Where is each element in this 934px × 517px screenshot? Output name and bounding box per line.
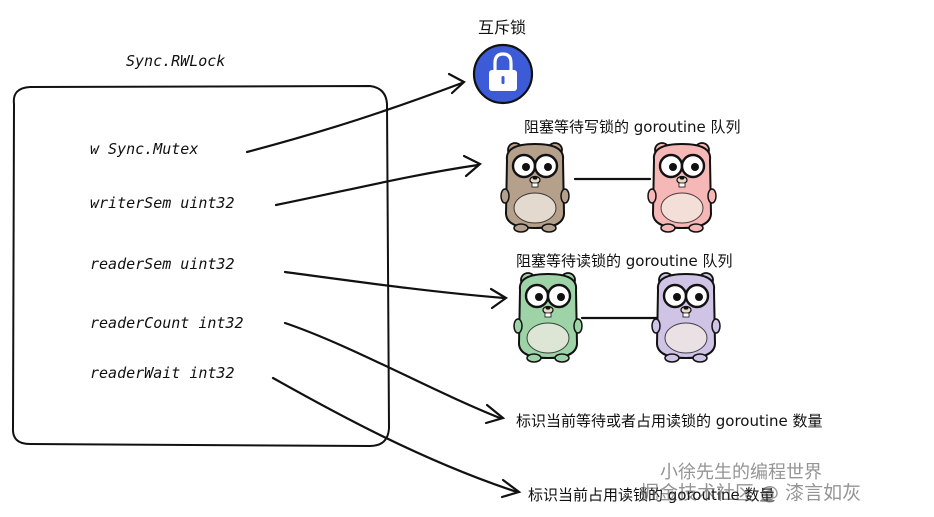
annotation-reader-queue: 阻塞等待读锁的 goroutine 队列 (516, 252, 733, 270)
annotation-mutex: 互斥锁 (478, 18, 527, 37)
struct-title: Sync.RWLock (126, 52, 226, 70)
arrow-writer-queue (274, 163, 480, 207)
field-readersem: readerSem uint32 (90, 255, 235, 273)
gopher-icon-writer-1 (499, 141, 571, 234)
arrow-mutex (245, 81, 464, 154)
gopher-icon-reader-2 (650, 271, 722, 364)
arrow-reader-count (283, 321, 502, 420)
annotation-reader-count: 标识当前等待或者占用读锁的 goroutine 数量 (516, 412, 823, 430)
field-readerwait: readerWait int32 (90, 364, 235, 382)
field-readercount: readerCount int32 (90, 314, 244, 332)
padlock-icon (472, 43, 534, 105)
gopher-icon-writer-2 (646, 141, 718, 234)
watermark-author: 小徐先生的编程世界 (660, 462, 822, 483)
arrow-reader-wait (271, 376, 519, 494)
gopher-icon-reader-1 (512, 271, 584, 364)
struct-box (11, 84, 391, 448)
annotation-reader-wait: 标识当前占用读锁的 goroutine 数量 (528, 486, 775, 504)
field-writersem: writerSem uint32 (90, 194, 235, 212)
annotation-writer-queue: 阻塞等待写锁的 goroutine 队列 (524, 118, 741, 136)
arrow-reader-queue (283, 270, 506, 300)
watermark-community: 掘金技术社区 @ 漆言如灰 (640, 482, 862, 504)
field-w: w Sync.Mutex (90, 140, 199, 158)
